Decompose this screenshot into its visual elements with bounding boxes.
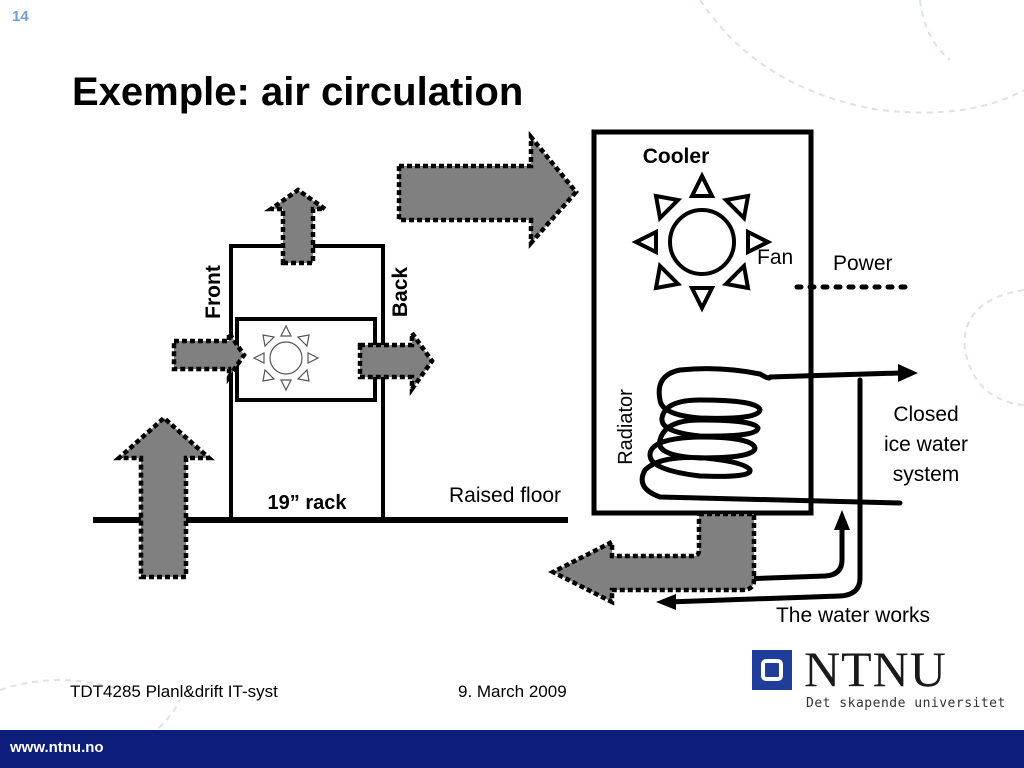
- rack-exhaust-up-arrow: [263, 187, 333, 266]
- server-fan-icon: [252, 324, 320, 392]
- cold-air-return-arrow: [548, 511, 757, 606]
- back-exhaust-arrow: [357, 325, 435, 397]
- water-works-label: The water works: [776, 604, 930, 627]
- front-label: Front: [202, 265, 225, 319]
- fan-label: Fan: [757, 246, 793, 269]
- footer-date: 9. March 2009: [458, 682, 567, 701]
- radiator-label: Radiator: [615, 389, 637, 465]
- hot-air-to-cooler-arrow: [396, 130, 579, 249]
- air-flow-arrows: [113, 130, 757, 606]
- background-decoration: [0, 0, 1024, 730]
- back-label: Back: [389, 267, 412, 318]
- closed-system-line-1: Closed: [893, 403, 958, 426]
- slide-number: 14: [12, 8, 29, 25]
- cooler-label: Cooler: [643, 145, 710, 168]
- logo-tagline: Det skapende universitet: [806, 696, 1006, 711]
- closed-system-line-2: ice water: [884, 433, 968, 456]
- front-intake-arrow: [171, 325, 247, 385]
- rack-label: 19” rack: [268, 492, 348, 514]
- ntnu-logo: NTNU Det skapende universitet: [752, 641, 1005, 716]
- closed-system-line-3: system: [893, 463, 960, 486]
- slide-title: Exemple: air circulation: [72, 70, 524, 114]
- air-circulation-diagram: Cooler Fan Power Radiator Closed ice wat…: [0, 0, 1024, 730]
- footer-bar: www.ntnu.no: [0, 730, 1024, 768]
- ntnu-logo-icon: [752, 650, 792, 690]
- footer-course: TDT4285 Planl&drift IT-syst: [70, 682, 278, 701]
- footer-url[interactable]: www.ntnu.no: [10, 739, 104, 756]
- radiator-coil: [597, 366, 903, 605]
- pipe-arrowheads: [656, 364, 918, 610]
- fan-icon: [631, 171, 773, 313]
- raised-floor-label: Raised floor: [449, 484, 561, 507]
- logo-wordmark: NTNU: [804, 641, 947, 697]
- floor-air-up-arrow: [113, 414, 215, 580]
- power-label: Power: [833, 252, 893, 275]
